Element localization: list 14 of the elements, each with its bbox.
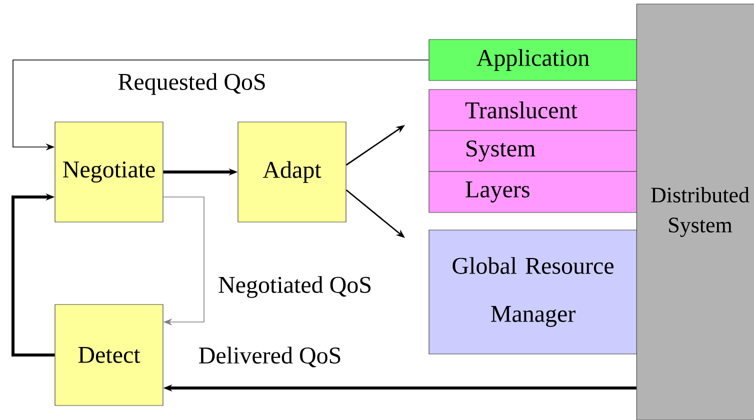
manager-box: Global Resource Manager xyxy=(428,230,638,354)
arrow xyxy=(162,196,204,326)
arrow xyxy=(12,193,55,356)
process-box: Detect xyxy=(54,304,164,406)
layer-box: Layers xyxy=(428,171,638,213)
edge-label: Requested QoS xyxy=(116,72,268,96)
edge-label: Negotiated QoS xyxy=(217,275,373,299)
process-box: Adapt xyxy=(238,122,346,222)
system-box: Distributed System xyxy=(636,4,754,420)
layer-box: Translucent xyxy=(428,89,638,131)
process-box: Negotiate xyxy=(54,122,164,222)
layer-box: Application xyxy=(428,39,638,81)
layer-box: System xyxy=(428,130,638,172)
edge-label: Delivered QoS xyxy=(197,346,343,368)
